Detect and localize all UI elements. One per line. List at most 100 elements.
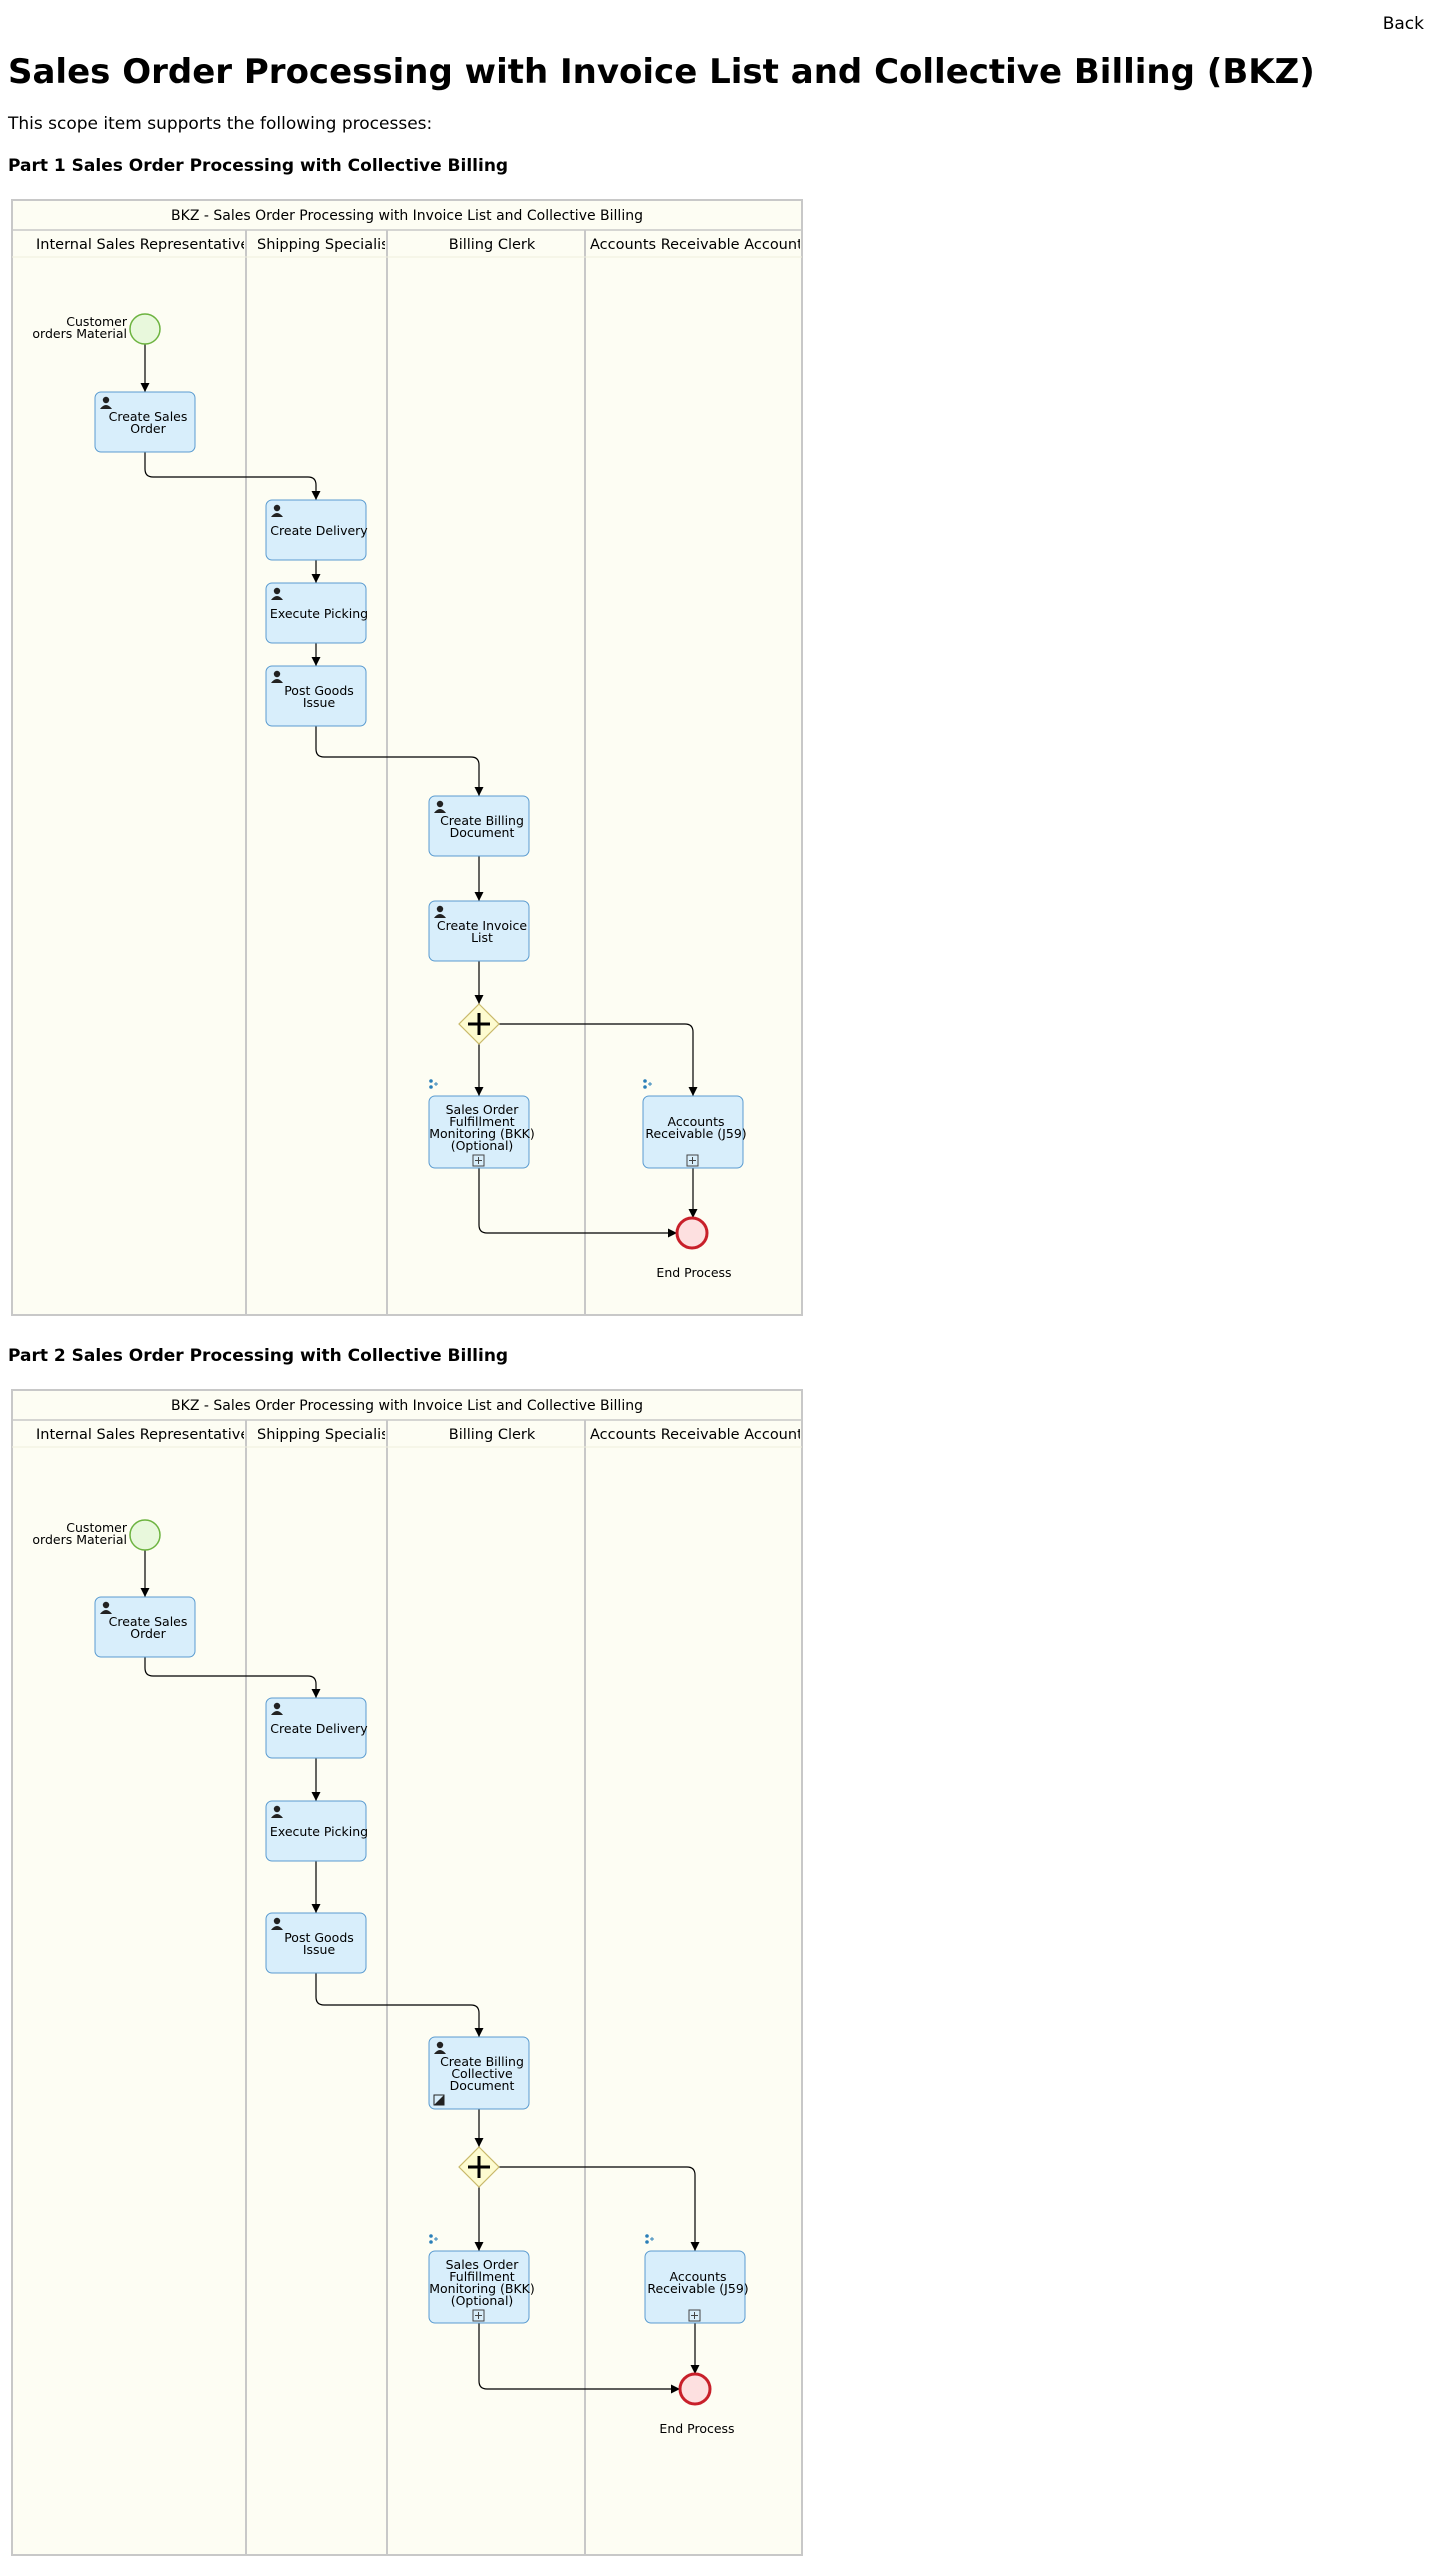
part-2-heading: Part 2 Sales Order Processing with Colle… [8, 1346, 509, 1366]
task-label: Create Delivery [270, 1721, 368, 1736]
lane-internal-sales-representative-title: Internal Sales Representative [36, 1427, 249, 1443]
task-label: Post Goods [284, 1930, 354, 1945]
task-label: Order [130, 421, 166, 436]
user-icon [271, 587, 283, 600]
user-icon [100, 1601, 112, 1614]
task-label: Sales Order [446, 1102, 520, 1117]
lane-accounts-receivable-accountant-title: Accounts Receivable Accountant [590, 237, 827, 253]
user-icon [271, 1805, 283, 1818]
task-label: Document [450, 2078, 515, 2093]
subprocess-link-icon [429, 2234, 438, 2244]
pool [11, 1389, 803, 2556]
sequence-flow [499, 1023, 698, 1096]
end-event-label: End Process [659, 2421, 734, 2436]
task-label: Post Goods [284, 683, 354, 698]
page-title: Sales Order Processing with Invoice List… [8, 52, 1315, 92]
task-label: (Optional) [451, 1138, 514, 1153]
pool-title: BKZ - Sales Order Processing with Invoic… [171, 1398, 643, 1414]
task-label: Receivable (J59) [645, 1126, 746, 1141]
user-icon [271, 1917, 283, 1930]
task-execute-picking[interactable]: Execute Picking [265, 582, 368, 644]
task-label: Create Invoice [437, 918, 528, 933]
task-label: Order [130, 1626, 166, 1641]
sequence-flow [478, 2323, 680, 2394]
parallel-gateway[interactable] [458, 1003, 500, 1045]
sequence-flow [499, 2166, 700, 2251]
task-label: Accounts [668, 1114, 725, 1129]
subprocess-marker-icon [686, 1154, 699, 1167]
user-icon [100, 396, 112, 409]
task-label: Execute Picking [270, 1824, 368, 1839]
start-event-label: orders Material [32, 326, 127, 341]
task-label: Sales Order [446, 2257, 520, 2272]
task-label: Monitoring (BKK) [429, 2281, 535, 2296]
user-icon [434, 800, 446, 813]
task-label: Receivable (J59) [647, 2281, 748, 2296]
user-icon [434, 2041, 446, 2054]
start-event-label: orders Material [32, 1532, 127, 1547]
sequence-flow [478, 1168, 677, 1238]
task-label: Issue [303, 1942, 336, 1957]
lane-shipping-specialist-title: Shipping Specialist [257, 1427, 395, 1443]
end-event[interactable] [675, 1216, 709, 1250]
task-label: Create Sales [109, 409, 188, 424]
subprocess-link-icon [429, 1079, 438, 1089]
parallel-gateway-icon [468, 1013, 490, 1035]
task-execute-picking[interactable]: Execute Picking [265, 1800, 368, 1862]
user-icon [271, 1702, 283, 1715]
subprocess-link-icon [643, 1079, 652, 1089]
task-label: Accounts [670, 2269, 727, 2284]
pool-title: BKZ - Sales Order Processing with Invoic… [171, 208, 643, 224]
manual-task-marker-icon [433, 2094, 445, 2106]
subprocess-marker-icon [472, 1154, 485, 1167]
task-create-delivery[interactable]: Create Delivery [265, 499, 368, 561]
task-label: Issue [303, 695, 336, 710]
user-icon [434, 905, 446, 918]
task-label: Fulfillment [449, 2269, 515, 2284]
task-label: Create Delivery [270, 523, 368, 538]
task-label: Create Billing [440, 2054, 524, 2069]
part-2-process-diagram: BKZ - Sales Order Processing with Invoic… [11, 1389, 803, 2556]
subprocess-link-icon [645, 2234, 654, 2244]
task-label: Monitoring (BKK) [429, 1126, 535, 1141]
task-label: Execute Picking [270, 606, 368, 621]
start-event[interactable] [129, 1519, 161, 1551]
user-icon [271, 504, 283, 517]
part-1-heading: Part 1 Sales Order Processing with Colle… [8, 156, 509, 176]
lane-shipping-specialist-title: Shipping Specialist [257, 237, 395, 253]
sequence-flow [144, 1657, 321, 1698]
back-link[interactable]: Back [1382, 14, 1424, 34]
start-event-label: Customer [66, 1520, 128, 1535]
end-event[interactable] [678, 2372, 712, 2406]
subprocess-marker-icon [472, 2309, 485, 2322]
task-label: Fulfillment [449, 1114, 515, 1129]
lane-internal-sales-representative-title: Internal Sales Representative [36, 237, 249, 253]
start-event[interactable] [129, 313, 161, 345]
lane-billing-clerk-title: Billing Clerk [449, 237, 536, 253]
sequence-flow [315, 1973, 484, 2037]
user-icon [271, 670, 283, 683]
end-event-label: End Process [656, 1265, 731, 1280]
task-label: Create Billing [440, 813, 524, 828]
task-label: (Optional) [451, 2293, 514, 2308]
lane-accounts-receivable-accountant-title: Accounts Receivable Accountant [590, 1427, 827, 1443]
task-create-delivery[interactable]: Create Delivery [265, 1697, 368, 1759]
lane-billing-clerk-title: Billing Clerk [449, 1427, 536, 1443]
task-label: Document [450, 825, 515, 840]
intro-text: This scope item supports the following p… [8, 114, 433, 134]
part-1-process-diagram: BKZ - Sales Order Processing with Invoic… [11, 199, 803, 1316]
task-label: Collective [451, 2066, 513, 2081]
parallel-gateway[interactable] [458, 2146, 500, 2188]
task-label: List [471, 930, 493, 945]
